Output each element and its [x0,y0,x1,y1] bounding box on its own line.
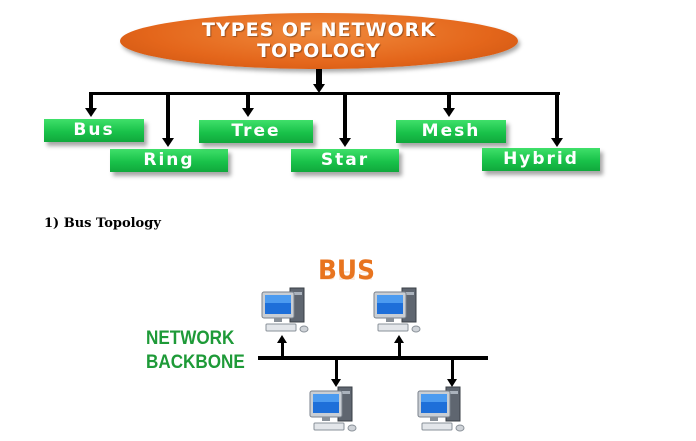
drop-ring [166,92,170,138]
drop-tree-arrow [242,108,254,117]
desktop-computer-icon [309,386,357,432]
bus-label: BUS [318,255,375,286]
drop-star-arrow [339,138,351,147]
up-arrow-left [277,335,287,343]
drop-star [343,92,347,138]
drop-hybrid [555,92,559,138]
network-backbone-line1: NETWORK [146,328,235,349]
backbone-line [258,356,488,360]
drop-hybrid-arrow [551,138,563,147]
drop-tree [246,92,250,108]
up-stem-left [281,342,284,356]
title-stem-arrow [313,84,325,93]
title-stem [316,69,322,85]
title-line-2: TOPOLOGY [257,40,381,62]
topology-box-hybrid: Hybrid [482,148,600,171]
topology-label-mesh: Mesh [421,121,481,141]
drop-mesh-arrow [443,108,455,117]
topology-box-tree: Tree [199,120,313,143]
up-arrow-right [394,335,404,343]
branch-bar [90,92,560,95]
up-stem-right [398,342,401,356]
down-arrow-left [331,379,341,387]
section-heading: 1) Bus Topology [44,216,161,231]
topology-label-ring: Ring [143,150,195,170]
topology-label-bus: Bus [73,120,115,140]
drop-bus-arrow [85,108,97,117]
network-backbone-line2: BACKBONE [146,352,245,373]
topology-box-bus: Bus [44,119,144,142]
drop-mesh [447,92,451,108]
title-line-1: TYPES OF NETWORK [202,19,436,41]
desktop-computer-icon [417,386,465,432]
down-arrow-right [447,379,457,387]
drop-bus [89,92,93,108]
bus-label-reflection: BUS [318,268,375,282]
title-ellipse [120,13,518,69]
down-stem-right [451,360,454,380]
diagram-title: TYPES OF NETWORK TOPOLOGY [120,20,518,62]
down-stem-left [335,360,338,380]
drop-ring-arrow [162,138,174,147]
desktop-computer-icon [261,287,309,333]
desktop-computer-icon [373,287,421,333]
topology-box-star: Star [291,149,399,172]
topology-label-tree: Tree [231,121,281,141]
topology-label-star: Star [320,150,370,170]
topology-box-mesh: Mesh [396,120,506,143]
topology-box-ring: Ring [110,149,228,172]
topology-label-hybrid: Hybrid [503,149,579,169]
